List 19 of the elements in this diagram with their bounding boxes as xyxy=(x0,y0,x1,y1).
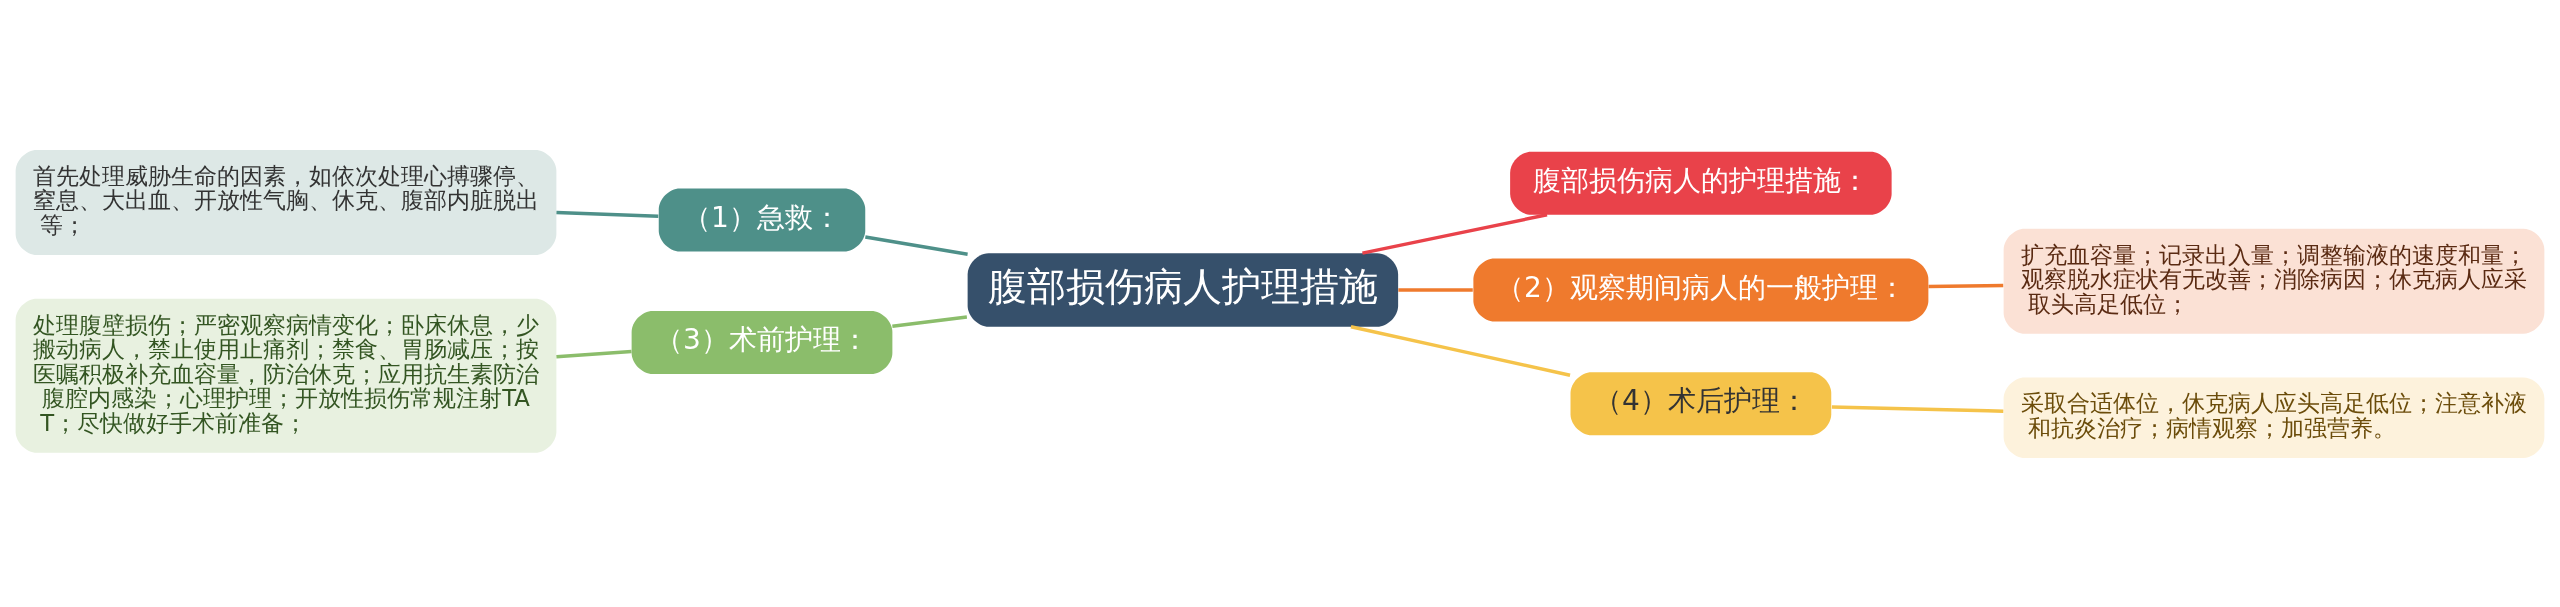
node-box: （3）术前护理： xyxy=(631,310,893,374)
node-box: 腹部损伤病人的护理措施： xyxy=(1510,151,1892,215)
node-box: 扩充血容量；记录出入量；调整输液的速度和量；观察脱水症状有无改善；消除病因；休克病人应采取头高足低位； xyxy=(2003,228,2545,334)
connector xyxy=(1928,283,2004,288)
connector xyxy=(556,349,632,359)
node-box: （4）术后护理： xyxy=(1570,371,1832,435)
connector xyxy=(1831,404,2004,413)
connector xyxy=(556,210,659,218)
connector xyxy=(1398,287,1473,292)
connector xyxy=(1362,212,1548,255)
node-box: 处理腹壁损伤；严密观察病情变化；卧床休息，少搬动病人，禁止使用止痛剂；禁食、胃肠减压；按医嘱积极补充血容量，防治休克；应用抗生素防治腹腔内感染；心理护理；开放性损伤常规注射TAT；尽快做好手术前准备； xyxy=(15,298,557,453)
node-box: （2）观察期间病人的一般护理： xyxy=(1473,258,1929,321)
node-box: 腹部损伤病人护理措施 xyxy=(967,252,1399,327)
connector xyxy=(892,314,968,328)
connector xyxy=(1350,324,1571,377)
node-box: （1）急救： xyxy=(658,188,866,251)
node-box: 采取合适体位，休克病人应头高足低位；注意补液和抗炎治疗；病情观察；加强营养。 xyxy=(2003,377,2545,458)
node-box: 首先处理威胁生命的因素，如依次处理心搏骤停、窒息、大出血、开放性气胸、休克、腹部内脏脱出等； xyxy=(15,149,557,255)
connector xyxy=(865,234,968,256)
